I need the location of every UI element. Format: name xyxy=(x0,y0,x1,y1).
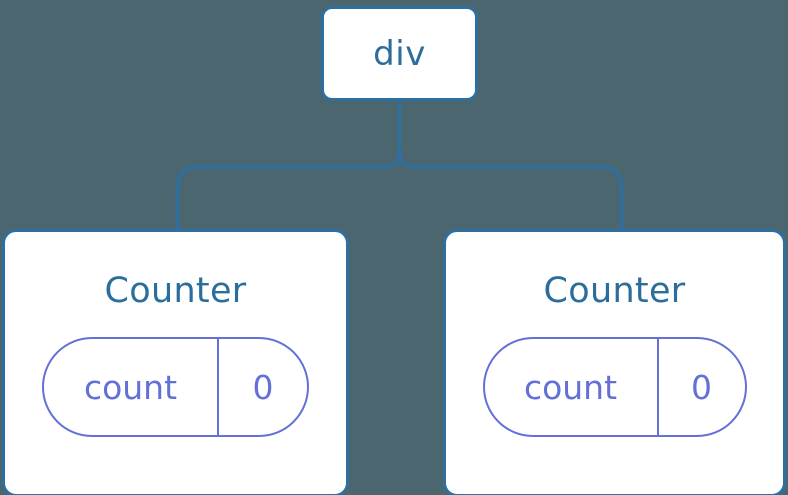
node-counter-0-title: Counter xyxy=(104,271,247,311)
node-root-div[interactable]: div xyxy=(321,6,478,101)
state-pill-1-divider xyxy=(656,339,659,435)
state-pill-0-key: count xyxy=(83,367,178,407)
state-pill-0-divider xyxy=(217,339,219,435)
state-pill-1-value: 0 xyxy=(691,367,712,407)
node-counter-1[interactable]: Counter count 0 xyxy=(443,229,786,495)
state-pill-0-value: 0 xyxy=(252,367,274,407)
state-pill-0[interactable]: count 0 xyxy=(42,337,309,437)
node-counter-1-title: Counter xyxy=(543,271,686,311)
node-root-label: div xyxy=(373,33,426,74)
state-pill-1-key: count xyxy=(523,367,618,407)
edge-to-child-0 xyxy=(175,146,402,233)
edge-to-child-1 xyxy=(397,146,624,233)
node-counter-0[interactable]: Counter count 0 xyxy=(2,229,349,495)
state-pill-1[interactable]: count 0 xyxy=(482,337,747,437)
